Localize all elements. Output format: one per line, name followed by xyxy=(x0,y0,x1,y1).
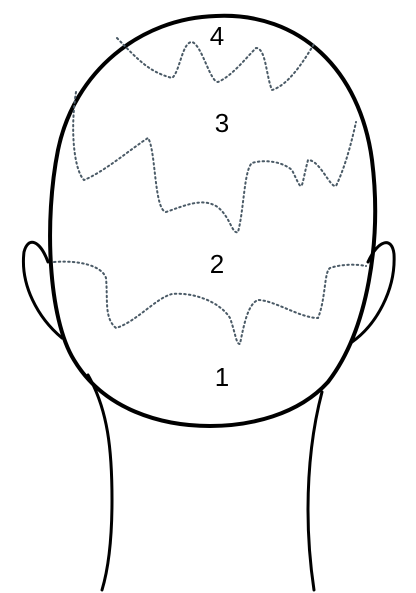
zone-label-2: 2 xyxy=(210,249,224,279)
zone-label-1: 1 xyxy=(215,362,229,392)
head-outline xyxy=(50,16,375,426)
neck-left-outline xyxy=(88,375,112,590)
zone-label-3: 3 xyxy=(215,108,229,138)
left-ear-outline xyxy=(23,242,62,338)
neck-right-outline xyxy=(308,392,322,590)
zone-label-4: 4 xyxy=(210,21,224,51)
